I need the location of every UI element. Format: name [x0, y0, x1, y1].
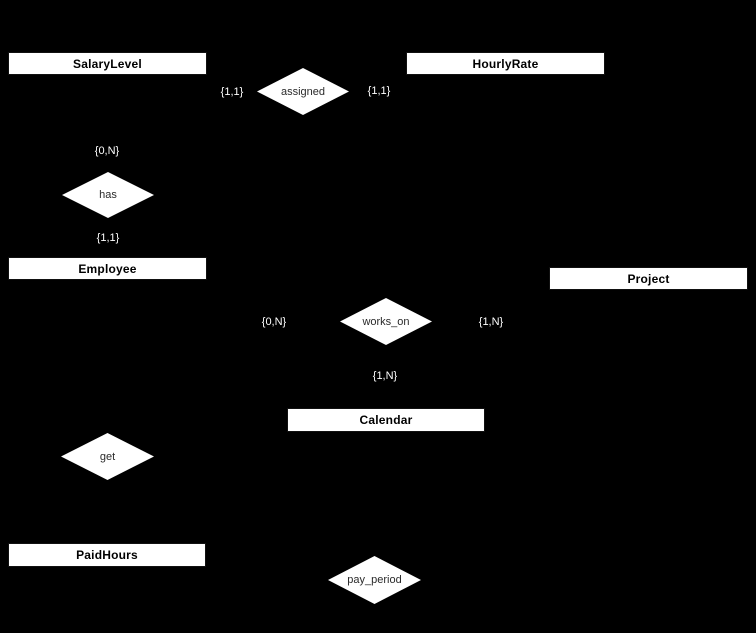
cardinality-has-top: {0,N}	[94, 145, 120, 157]
entity-hourlyrate: HourlyRate	[406, 52, 605, 75]
relationship-assigned: assigned	[257, 68, 349, 115]
relationship-pay-period: pay_period	[328, 556, 421, 604]
cardinality-works-on-right: {1,N}	[478, 316, 504, 328]
entity-employee: Employee	[8, 257, 207, 280]
entity-salarylevel: SalaryLevel	[8, 52, 207, 75]
entity-paidhours: PaidHours	[8, 543, 206, 567]
entity-project: Project	[549, 267, 748, 290]
entity-calendar: Calendar	[287, 408, 485, 432]
relationship-get: get	[61, 433, 154, 480]
cardinality-assigned-left: {1,1}	[220, 86, 244, 98]
cardinality-assigned-right: {1,1}	[367, 85, 391, 97]
relationship-works-on: works_on	[340, 298, 432, 345]
cardinality-works-on-bottom: {1,N}	[372, 370, 398, 382]
cardinality-works-on-left: {0,N}	[261, 316, 287, 328]
cardinality-has-bottom: {1,1}	[96, 232, 120, 244]
relationship-has: has	[62, 172, 154, 218]
